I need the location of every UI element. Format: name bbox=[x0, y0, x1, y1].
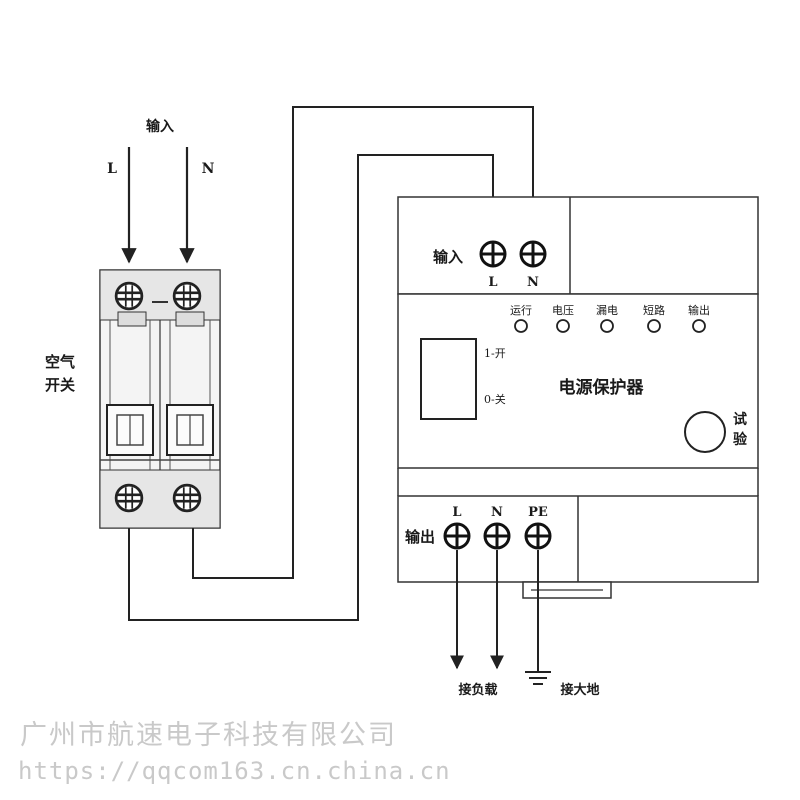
protector-input-n-terminal bbox=[519, 240, 547, 268]
protector-title: 电源保护器 bbox=[559, 377, 645, 398]
indicator-voltage-led bbox=[556, 319, 570, 333]
breaker-input-label: 输入 bbox=[146, 118, 174, 135]
indicator-panel: 运行 电压 漏电 短路 输出 bbox=[510, 303, 710, 333]
circuit-breaker: 输入 L N 空气 开关 bbox=[45, 118, 221, 529]
breaker-name-line2: 开关 bbox=[45, 376, 75, 394]
breaker-top-screw-l bbox=[114, 281, 144, 311]
ground-icon bbox=[525, 671, 551, 685]
output-l-label: L bbox=[452, 505, 461, 520]
watermark-company: 广州市航速电子科技有限公司 bbox=[20, 720, 397, 751]
indicator-label-voltage: 电压 bbox=[552, 304, 574, 317]
breaker-name-line1: 空气 bbox=[45, 353, 75, 371]
output-pe-label: PE bbox=[528, 505, 548, 520]
protector-output-label: 输出 bbox=[405, 528, 435, 546]
power-switch[interactable] bbox=[420, 338, 477, 420]
indicator-leakage-led bbox=[600, 319, 614, 333]
indicator-label-output: 输出 bbox=[688, 303, 710, 317]
indicator-label-short: 短路 bbox=[643, 303, 665, 317]
output-pe-terminal bbox=[524, 522, 552, 550]
indicator-output-led bbox=[692, 319, 706, 333]
test-label-line1: 试 bbox=[733, 411, 747, 428]
indicator-run-led bbox=[514, 319, 528, 333]
breaker-n-label: N bbox=[202, 161, 215, 177]
wiring bbox=[128, 106, 540, 621]
indicator-label-run: 运行 bbox=[510, 304, 532, 317]
protector-input-label: 输入 bbox=[433, 248, 463, 266]
load-label: 接负载 bbox=[458, 682, 497, 698]
breaker-top-screw-n bbox=[172, 281, 202, 311]
power-protector: 输入 L N 运行 电压 漏电 短路 输出 1-开 0-关 电源保护器 试 验 … bbox=[397, 196, 759, 599]
switch-on-label: 1-开 bbox=[484, 347, 506, 360]
breaker-handle-l[interactable] bbox=[106, 404, 154, 456]
protector-input-l-terminal bbox=[479, 240, 507, 268]
output-n-terminal bbox=[483, 522, 511, 550]
output-n-label: N bbox=[491, 505, 503, 520]
protector-top-block bbox=[397, 196, 759, 295]
breaker-bottom-screw-l bbox=[114, 483, 144, 513]
protector-input-l-label: L bbox=[488, 275, 497, 290]
test-label-line2: 验 bbox=[733, 431, 748, 448]
indicator-label-leakage: 漏电 bbox=[596, 304, 618, 317]
watermark-url: https://qqcom163.cn.china.cn bbox=[18, 757, 451, 785]
protector-input-n-label: N bbox=[527, 275, 539, 290]
indicator-short-led bbox=[647, 319, 661, 333]
breaker-bottom-screw-n bbox=[172, 483, 202, 513]
wire-n bbox=[192, 106, 540, 579]
wire-l bbox=[128, 154, 500, 621]
test-button[interactable] bbox=[684, 411, 726, 453]
breaker-l-label: L bbox=[107, 161, 117, 177]
switch-off-label: 0-关 bbox=[484, 392, 506, 406]
output-wiring bbox=[450, 550, 539, 672]
output-l-terminal bbox=[443, 522, 471, 550]
ground-label: 接大地 bbox=[560, 682, 599, 698]
